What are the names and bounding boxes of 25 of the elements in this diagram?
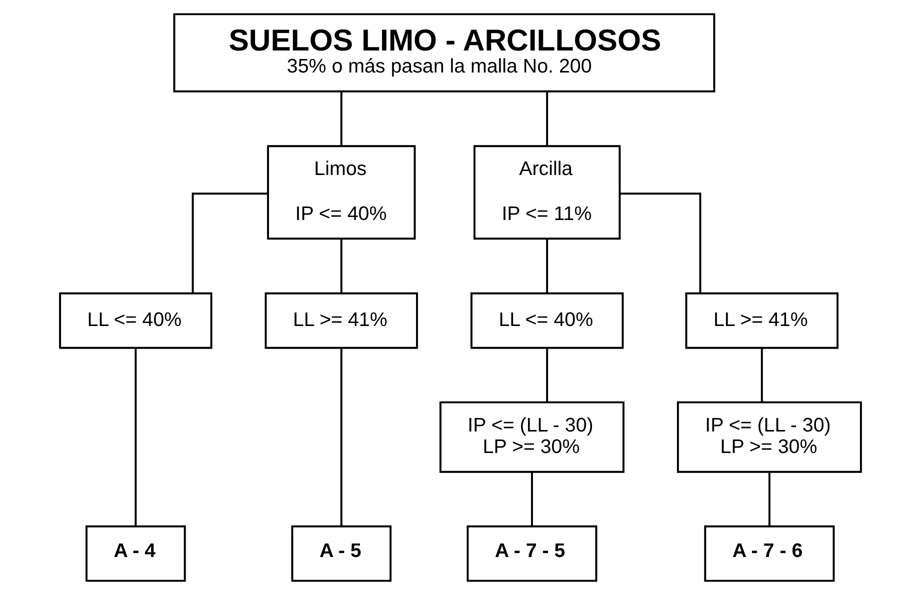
connector — [340, 238, 342, 293]
node-box: IP <= (LL - 30) LP >= 30% — [676, 401, 862, 473]
node-box: A - 7 - 5 — [466, 525, 597, 582]
connector — [760, 348, 762, 402]
node-box: A - 4 — [85, 525, 186, 582]
connector — [546, 348, 548, 402]
connector — [340, 92, 342, 146]
connector — [530, 472, 532, 526]
connector — [340, 348, 342, 526]
node-box: Arcilla IP <= 11% — [473, 145, 620, 240]
connector — [134, 348, 136, 526]
node-box: A - 5 — [290, 525, 392, 582]
connector — [191, 192, 268, 294]
node-box: LL >= 41% — [684, 292, 838, 349]
connector — [546, 92, 548, 146]
connector — [620, 192, 701, 294]
connector — [768, 472, 770, 526]
node-box: SUELOS LIMO - ARCILLOSOS 35% o más pasan la malla No. 200 — [172, 13, 715, 92]
node-box: LL <= 40% — [470, 292, 624, 349]
connector — [546, 238, 548, 293]
node-box: Limos IP <= 40% — [266, 145, 416, 240]
node-box: LL <= 40% — [58, 292, 212, 349]
node-box: LL >= 41% — [264, 292, 418, 349]
node-box: A - 7 - 6 — [704, 525, 834, 582]
node-box: IP <= (LL - 30) LP >= 30% — [438, 401, 624, 473]
